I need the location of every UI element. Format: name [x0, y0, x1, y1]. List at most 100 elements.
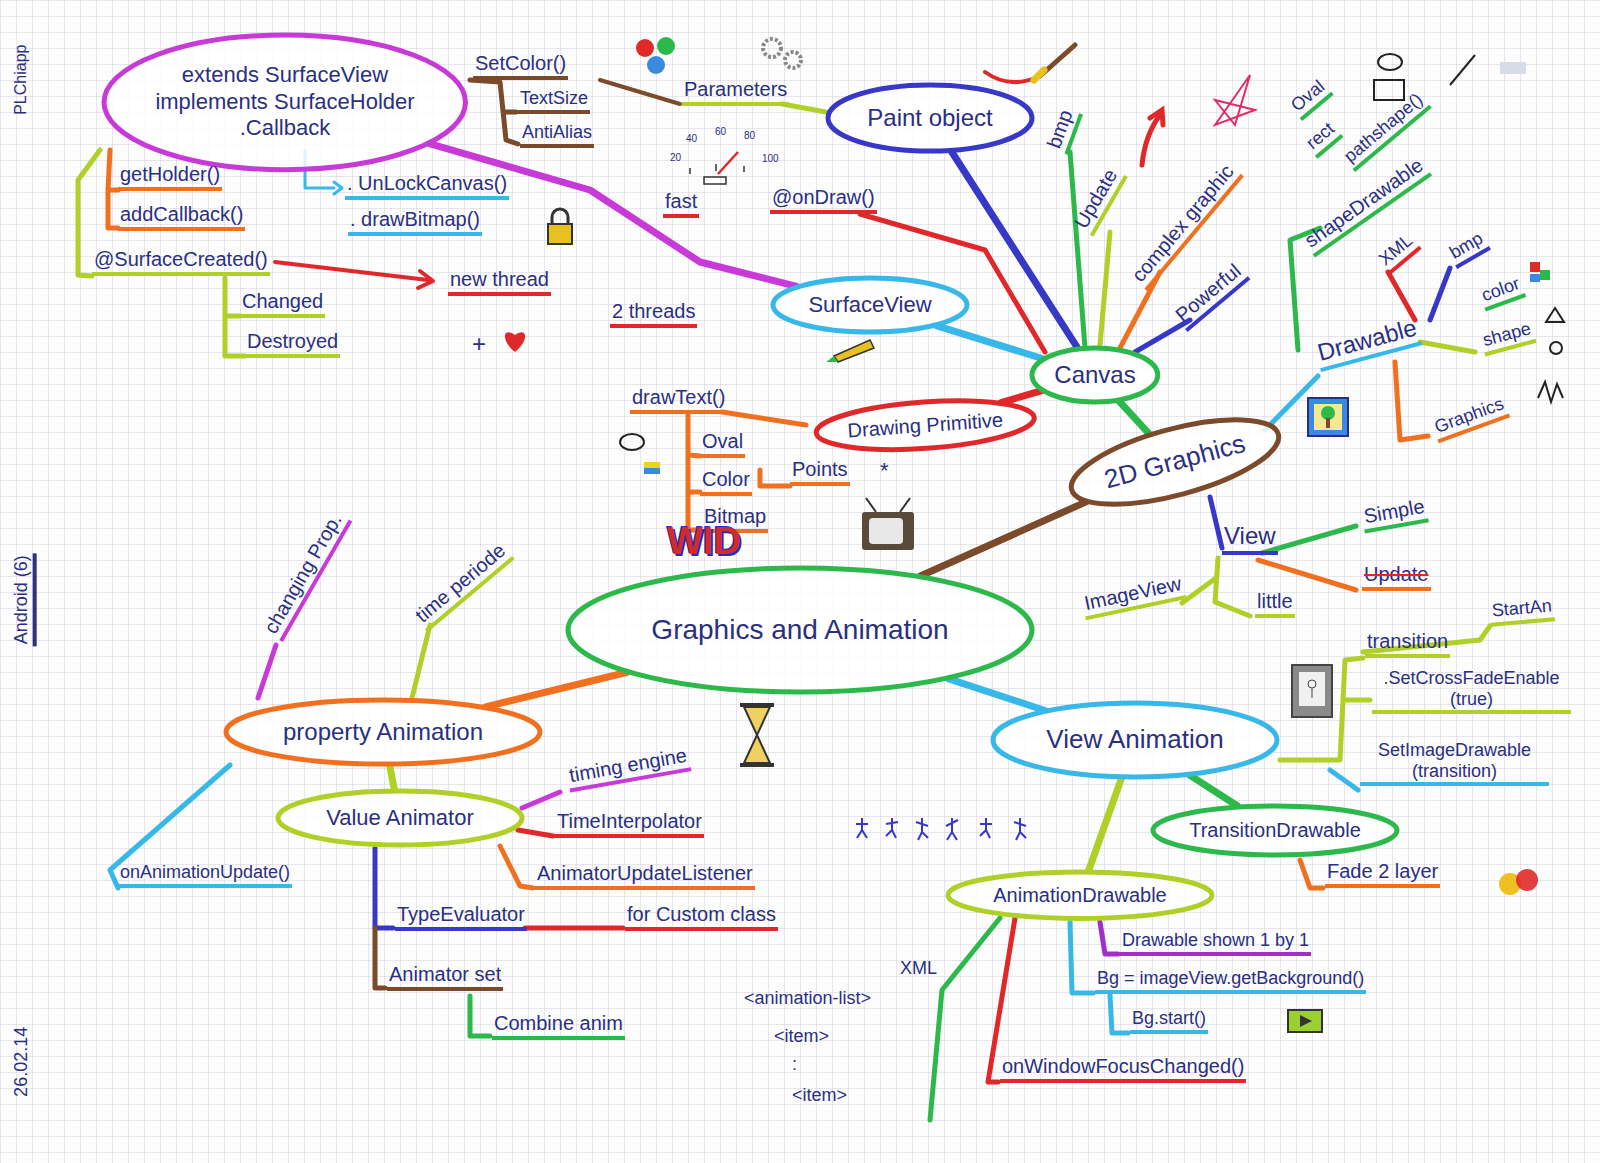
picture-icon [1321, 406, 1335, 420]
branch-label: 20 [668, 152, 683, 165]
branch-label: Color [700, 468, 752, 496]
branch-label: little [1255, 590, 1295, 618]
oval-icon [620, 434, 660, 474]
branch-stem [1210, 497, 1222, 548]
branch-label: Bg = imageView.getBackground() [1095, 968, 1366, 994]
branch-label: TypeEvaluator [395, 903, 527, 931]
topic-text: property Animation [283, 718, 483, 747]
branch-label: <item> [772, 1026, 831, 1048]
shapes-icon [1500, 62, 1526, 74]
branch-stem [1388, 272, 1415, 320]
branch-label: for Custom class [625, 903, 778, 931]
sketch-icon [1215, 75, 1255, 125]
branch-connector [486, 672, 628, 707]
dancers-icon [980, 818, 992, 838]
lock-icon [548, 224, 572, 244]
branch-label: Update [1362, 563, 1431, 591]
branch-stem [1330, 770, 1358, 790]
bubble-outline [1153, 806, 1397, 855]
curved-arrow-icon [1142, 110, 1163, 165]
topic-text: extends SurfaceView implements SurfaceHo… [150, 62, 420, 141]
branch-label: AnimatorUpdateListener [535, 862, 755, 890]
branch-stem [930, 918, 1000, 1120]
branch-stem [412, 625, 430, 698]
branch-stem [1420, 342, 1475, 352]
branch-stem [1100, 922, 1118, 954]
layers-icon [1499, 869, 1538, 895]
frame-icon [1308, 680, 1316, 688]
shapes-icon [1374, 80, 1404, 100]
brush-icon [985, 45, 1075, 82]
branch-label: Oval [700, 430, 745, 458]
heart-icon [505, 332, 525, 352]
gears-icon [763, 39, 781, 57]
branch-stem [522, 792, 560, 808]
branch-label: + [470, 330, 488, 359]
branch-stem [1100, 232, 1110, 345]
branch-label: fast [663, 190, 699, 218]
brush-icon [1034, 70, 1044, 80]
shapes-icon [1378, 54, 1402, 70]
branch-label: Combine anim [492, 1012, 625, 1040]
shape-symbols [1550, 342, 1562, 354]
branch-label: AntiAlias [520, 122, 594, 148]
branch-stem [525, 926, 623, 931]
branch-stem [1395, 362, 1428, 440]
curved-arrow-icon [1150, 110, 1163, 125]
branch-label: 60 [713, 126, 728, 139]
topic-bubble: SurfaceView [770, 275, 970, 335]
bubble-outline [226, 700, 540, 764]
dancers-icon [856, 818, 1026, 840]
branch-label: addCallback() [118, 203, 245, 231]
bubble-outline [773, 278, 967, 332]
topic-text: View Animation [1046, 724, 1223, 755]
topic-bubble: extends SurfaceView implements SurfaceHo… [101, 32, 469, 173]
branch-stem [500, 846, 533, 888]
branch-connector [1088, 778, 1121, 871]
bubble-outline [278, 791, 522, 845]
branch-connector [1119, 401, 1149, 434]
branch-stem [275, 262, 428, 280]
branch-label: getHolder() [118, 163, 222, 191]
color-dots-icon [647, 56, 665, 74]
branch-label: 40 [684, 133, 699, 146]
shape-symbols [1538, 308, 1564, 402]
speedometer-icon [718, 152, 738, 174]
color-dots-icon [657, 37, 675, 55]
pencil-icon [834, 340, 874, 362]
branch-stem [470, 996, 490, 1036]
color-squares-icon [1540, 270, 1550, 280]
picture-icon [1308, 398, 1348, 436]
branch-connector [429, 144, 796, 287]
branch-label: XML [898, 958, 939, 980]
color-squares-icon [1530, 274, 1540, 282]
topic-text: Value Animator [326, 805, 474, 831]
play-icon [1300, 1015, 1312, 1027]
shape-symbols [1538, 382, 1563, 402]
branch-stem [375, 848, 393, 928]
color-dots-icon [636, 39, 654, 57]
color-squares-icon [1530, 262, 1540, 272]
branch-label: .SetCrossFadeEnable (true) [1372, 668, 1571, 714]
hourglass-icon [744, 707, 770, 763]
play-icon [1288, 1010, 1322, 1032]
branch-label: Destroyed [245, 330, 340, 358]
frame-icon [1312, 688, 1313, 698]
dancers-icon [1014, 818, 1026, 840]
branch-stem [760, 470, 790, 486]
dancers-icon [916, 818, 928, 840]
dancers-icon [856, 818, 868, 838]
pencil-icon [826, 356, 838, 362]
topic-text: AnimationDrawable [993, 883, 1166, 907]
color-dots-icon [636, 37, 675, 74]
branch-connector [951, 151, 1077, 348]
lock-icon [552, 209, 568, 224]
branch-stem [1262, 526, 1356, 553]
branch-stem [418, 271, 433, 288]
branch-stem [108, 150, 118, 228]
branch-label: SetColor() [473, 52, 568, 80]
branch-label: onAnimationUpdate() [118, 862, 292, 888]
gears-icon [785, 52, 801, 68]
bubble-outline [1032, 348, 1158, 402]
